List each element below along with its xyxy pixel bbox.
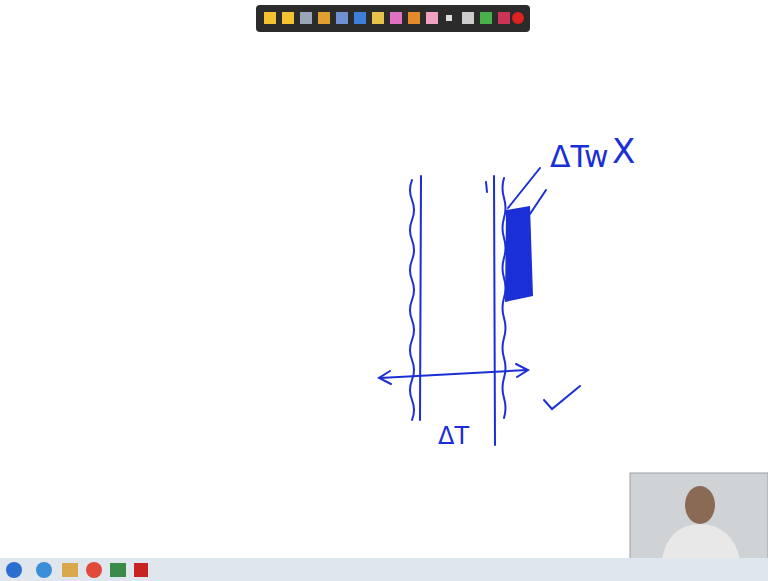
check-mark — [544, 386, 580, 409]
toolbar-icons — [264, 12, 524, 24]
shaded-layer — [505, 206, 533, 302]
handwritten-label: ΔTw — [550, 142, 608, 172]
wall-lines — [410, 176, 506, 445]
toolbar — [256, 5, 530, 32]
taskbar — [0, 558, 768, 581]
handwritten-label: ΔT — [438, 424, 469, 448]
dimension-arrow — [379, 364, 528, 384]
handwritten-label: X — [612, 134, 635, 168]
taskbar-icons — [6, 562, 148, 578]
leader-lines — [508, 168, 546, 214]
webcam-inset — [630, 473, 768, 559]
